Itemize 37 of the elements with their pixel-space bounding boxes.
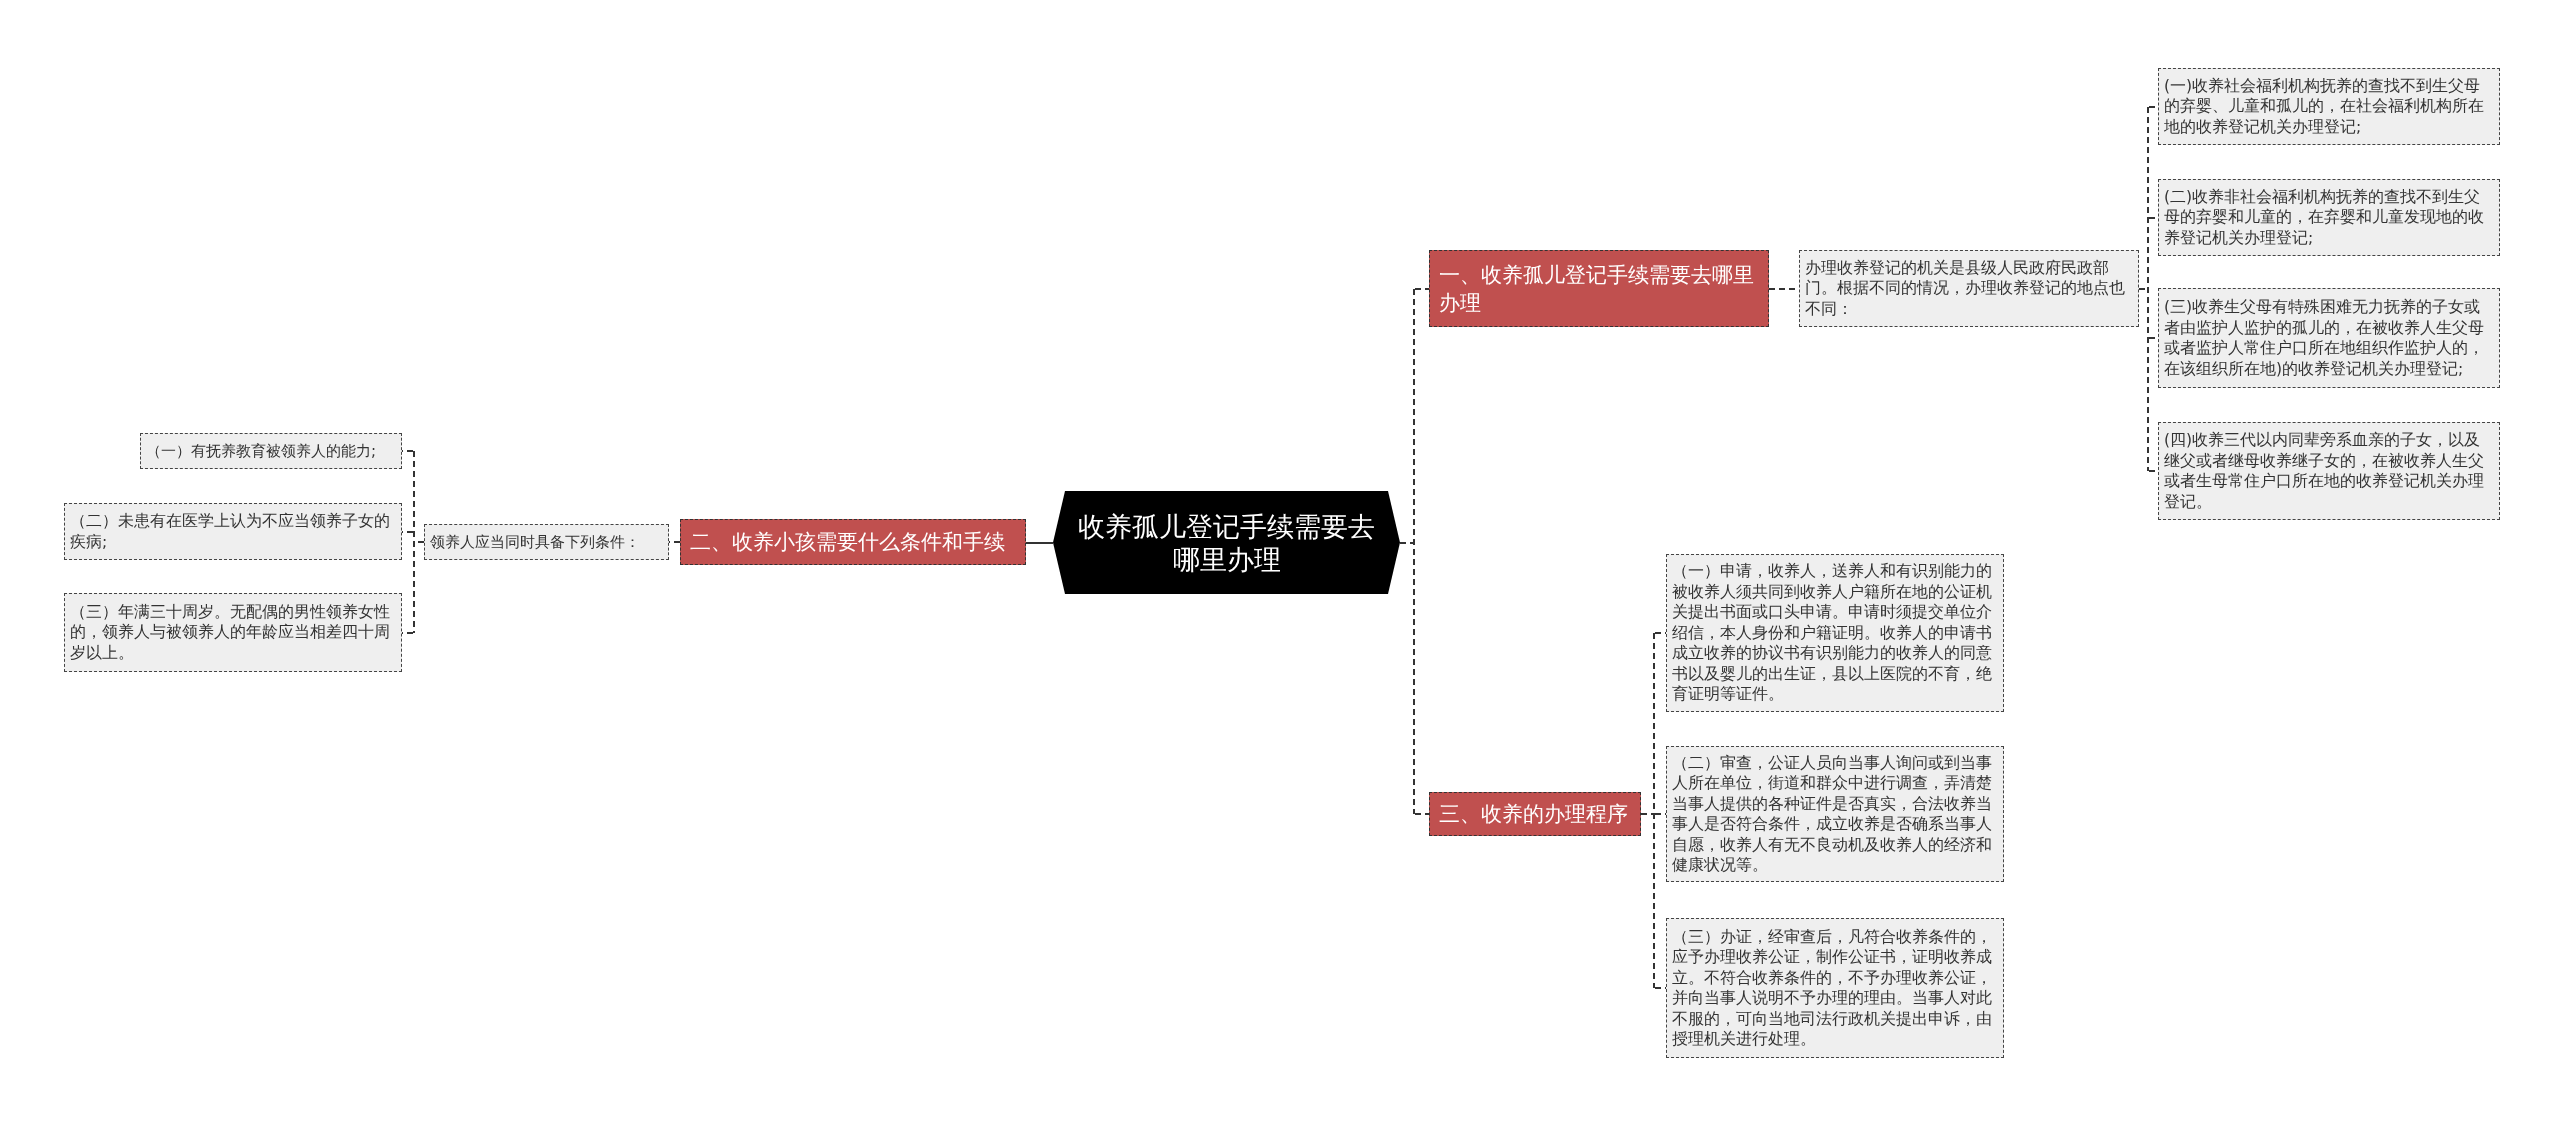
detail-text: 领养人应当同时具备下列条件： [430,531,641,553]
detail-box [140,433,402,469]
branch-topic-text: 二、收养小孩需要什么条件和手续 [690,529,1006,556]
detail-box [2158,68,2500,145]
detail-text: （三）办证，经审查后，凡符合收养条件的，应予办理收养公证，制作公证书，证明收养成立。不符合收养条件的，不予办理收养公证，并向当事人说明不予办理的理由。当事人对此不服的，可向当地司法行政机关提出申诉，由授理机关进行处理。 [1672,926,1993,1050]
detail-box [1799,250,2139,327]
connector-line [1414,288,1430,290]
detail-box [424,524,669,560]
branch-topic [680,519,1026,565]
detail-box [2158,422,2500,520]
central-topic [1053,491,1400,594]
connector-line [1399,288,1415,815]
branch-topic [1429,792,1641,836]
detail-box [64,503,402,560]
detail-text: (一)收养社会福利机构抚养的查找不到生父母的弃婴、儿童和孤儿的，在社会福利机构所在地的收养登记机关办理登记; [2164,75,2485,138]
branch-topic-text: 三、收养的办理程序 [1439,801,1629,828]
detail-text: (四)收养三代以内同辈旁系血亲的子女，以及继父或者继母收养继子女的，在被收养人生父或者生母常住户口所在地的收养登记机关办理登记。 [2164,430,2485,512]
connector-line [1640,632,1655,989]
branch-topic [1429,250,1769,327]
connector-line [1414,813,1430,815]
detail-box [64,593,402,672]
detail-box [2158,179,2500,256]
connector-line [2138,106,2149,472]
detail-text: （三）年满三十周岁。无配偶的男性领养女性的，领养人与被领养人的年龄应当相差四十周岁以上。 [70,601,391,664]
central-topic-text: 收养孤儿登记手续需要去哪里办理 [1077,509,1376,576]
connector-line [413,450,425,634]
detail-text: (三)收养生父母有特殊困难无力抚养的子女或者由监护人监护的孤儿的，在被收养人生父母或者监护人常住户口所在地组织作监护人的，在该组织所在地)的收养登记机关办理登记; [2164,297,2485,379]
branch-topic-text: 一、收养孤儿登记手续需要去哪里办理 [1439,261,1754,317]
detail-text: （二）审查，公证人员向当事人询问或到当事人所在单位，街道和群众中进行调查，弄清楚当事人提供的各种证件是否真实，合法收养当事人是否符合条件，成立收养是否确系当事人自愿，收养人有无不良动机及收养人的经济和健康状况等。 [1672,752,1993,876]
detail-box [2158,288,2500,388]
detail-box [1666,918,2004,1058]
detail-text: (二)收养非社会福利机构抚养的查找不到生父母的弃婴和儿童的，在弃婴和儿童发现地的收养登记机关办理登记; [2164,186,2485,249]
detail-text: （一）申请，收养人，送养人和有识别能力的被收养人须共同到收养人户籍所在地的公证机关提出书面或口头申请。申请时须提交单位介绍信，本人身份和户籍证明。收养人的申请书成立收养的协议书有识别能力的收养人的同意书以及婴儿的出生证，县以上医院的不育，绝育证明等证件。 [1672,561,1993,705]
detail-text: （二）未患有在医学上认为不应当领养子女的疾病; [70,511,391,552]
detail-text: （一）有抚养教育被领养人的能力; [146,440,378,462]
detail-text: 办理收养登记的机关是县级人民政府民政部门。根据不同的情况，办理收养登记的地点也不同： [1805,257,2126,320]
connector-line [1025,542,1054,544]
